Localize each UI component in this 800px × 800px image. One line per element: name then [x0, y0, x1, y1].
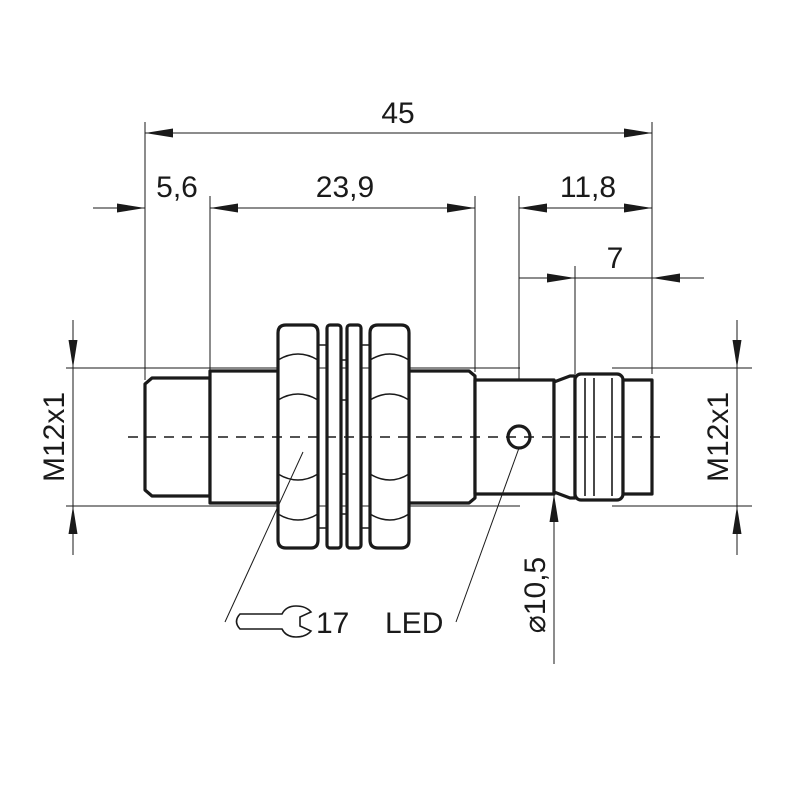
- dimension-thread-left: M12x1: [38, 320, 78, 555]
- dimension-thread-right: M12x1: [702, 320, 742, 555]
- diameter-value: 10,5: [519, 557, 552, 615]
- dimension-45-label: 45: [381, 97, 414, 130]
- open-end-wrench-icon: [235, 605, 313, 638]
- washers: [318, 323, 370, 550]
- dimension-45: 45: [145, 97, 652, 138]
- diameter-callout: ⌀10,5: [519, 494, 559, 633]
- wrench-callout: 17: [224, 451, 349, 640]
- led-label: LED: [385, 607, 443, 640]
- dimension-11-8-label: 11,8: [560, 171, 616, 204]
- diameter-label: ⌀10,5: [519, 557, 552, 633]
- diameter-symbol: ⌀: [519, 615, 552, 633]
- dimension-7: 7: [519, 242, 704, 283]
- dimension-5-6: 5,6: [93, 171, 475, 213]
- thread-right-label: M12x1: [702, 392, 735, 482]
- led-callout: LED: [385, 447, 520, 640]
- dimension-5-6-label: 5,6: [156, 171, 198, 204]
- dimension-11-8: 11,8: [519, 171, 652, 213]
- thread-left-label: M12x1: [38, 392, 71, 482]
- dimension-23-9: 23,9: [316, 171, 475, 213]
- dimension-7-label: 7: [607, 242, 624, 275]
- dimension-23-9-label: 23,9: [316, 171, 374, 204]
- wrench-size-label: 17: [316, 607, 349, 640]
